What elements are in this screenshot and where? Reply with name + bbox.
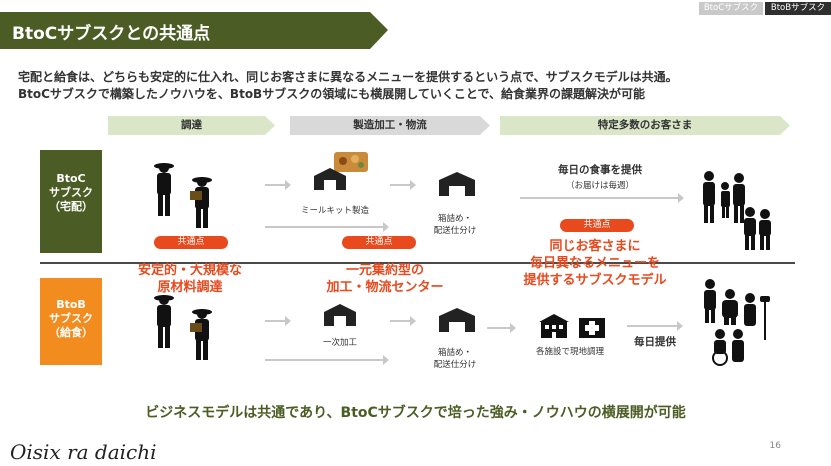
factory-icon bbox=[324, 304, 356, 326]
school-icon bbox=[539, 314, 569, 338]
mealkit-photo bbox=[334, 152, 368, 172]
header-procure: 調達 bbox=[108, 116, 275, 135]
label-primary-processing: 一次加工 bbox=[322, 338, 357, 348]
header-customers: 特定多数のお客さま bbox=[500, 116, 790, 135]
label-delivery-note: （お届けは毎週） bbox=[565, 181, 634, 191]
farmer-icon bbox=[154, 163, 212, 228]
flow-arrow bbox=[627, 321, 683, 331]
label-mealkit: ミールキット製造 bbox=[300, 206, 369, 216]
common-badge: 共通点 bbox=[342, 236, 416, 249]
flow-arrow bbox=[487, 323, 516, 333]
common-procure-line1: 安定的・大規模な bbox=[137, 263, 242, 278]
row-btob-line3: （給食） bbox=[49, 326, 93, 339]
label-packing-2a: 箱詰め・ bbox=[437, 348, 472, 358]
common-badge: 共通点 bbox=[560, 219, 634, 232]
flow-arrow bbox=[390, 180, 416, 190]
hospital-icon bbox=[579, 318, 605, 338]
flow-arrow bbox=[265, 180, 291, 190]
row-btoc-line1: BtoC bbox=[56, 172, 86, 185]
facility-users-icon bbox=[704, 279, 770, 366]
label-daily-service: 毎日提供 bbox=[634, 336, 676, 348]
row-label-btoc: BtoC サブスク （宅配） bbox=[40, 150, 102, 253]
common-center-line1: 一元集約型の bbox=[345, 263, 424, 278]
common-procure: 安定的・大規模な 原材料調達 bbox=[120, 262, 260, 296]
common-center-line2: 加工・物流センター bbox=[326, 280, 444, 295]
page-title: BtoCサブスクとの共通点 bbox=[12, 24, 211, 44]
lead-line-1: 宅配と給食は、どちらも安定的に仕入れ、同じお客さまに異なるメニューを提供するとい… bbox=[18, 70, 678, 84]
flow-arrow bbox=[520, 193, 684, 203]
label-daily-meal: 毎日の食事を提供 bbox=[558, 164, 642, 176]
common-procure-line2: 原材料調達 bbox=[157, 280, 223, 295]
farmer-icon bbox=[154, 295, 212, 360]
row-label-btob: BtoB サブスク （給食） bbox=[40, 278, 102, 365]
label-onsite-cooking: 各施設で現地調理 bbox=[535, 347, 604, 357]
common-center: 一元集約型の 加工・物流センター bbox=[300, 262, 470, 296]
flow-arrow bbox=[265, 355, 389, 365]
tag-btob: BtoBサブスク bbox=[765, 2, 831, 15]
label-packing-1a: 箱詰め・ bbox=[437, 214, 472, 224]
common-menu-line1: 同じお客さまに bbox=[549, 239, 641, 254]
header-process: 製造加工・物流 bbox=[290, 116, 490, 135]
common-menu-line3: 提供するサブスクモデル bbox=[523, 273, 667, 288]
bottom-message: ビジネスモデルは共通であり、BtoCサブスクで培った強み・ノウハウの横展開が可能 bbox=[145, 405, 686, 421]
flow-arrow bbox=[390, 316, 416, 326]
warehouse-icon bbox=[439, 308, 475, 332]
label-packing-2b: 配送仕分け bbox=[433, 360, 477, 370]
lead-line-2: BtoCサブスクで構築したノウハウを、BtoBサブスクの領域にも横展開していくこ… bbox=[18, 87, 646, 101]
common-badge: 共通点 bbox=[154, 236, 228, 249]
row-btob-line1: BtoB bbox=[56, 298, 86, 311]
page-number: 16 bbox=[769, 441, 781, 451]
factory-icon bbox=[314, 168, 346, 190]
warehouse-icon bbox=[439, 172, 475, 196]
flow-arrow bbox=[265, 316, 291, 326]
row-btoc-line3: （宅配） bbox=[49, 200, 93, 213]
row-divider bbox=[40, 262, 795, 264]
common-menu: 同じお客さまに 毎日異なるメニューを 提供するサブスクモデル bbox=[500, 238, 690, 289]
flow-arrow bbox=[265, 222, 389, 232]
brand-logo: Oisix ra daichi bbox=[10, 440, 157, 464]
row-btob-line2: サブスク bbox=[49, 312, 93, 325]
row-btoc-line2: サブスク bbox=[49, 186, 93, 199]
label-packing-1b: 配送仕分け bbox=[433, 226, 477, 236]
tag-btoc: BtoCサブスク bbox=[699, 2, 763, 15]
family-icon bbox=[703, 171, 771, 250]
title-banner bbox=[0, 12, 388, 49]
common-menu-line2: 毎日異なるメニューを bbox=[529, 256, 660, 271]
